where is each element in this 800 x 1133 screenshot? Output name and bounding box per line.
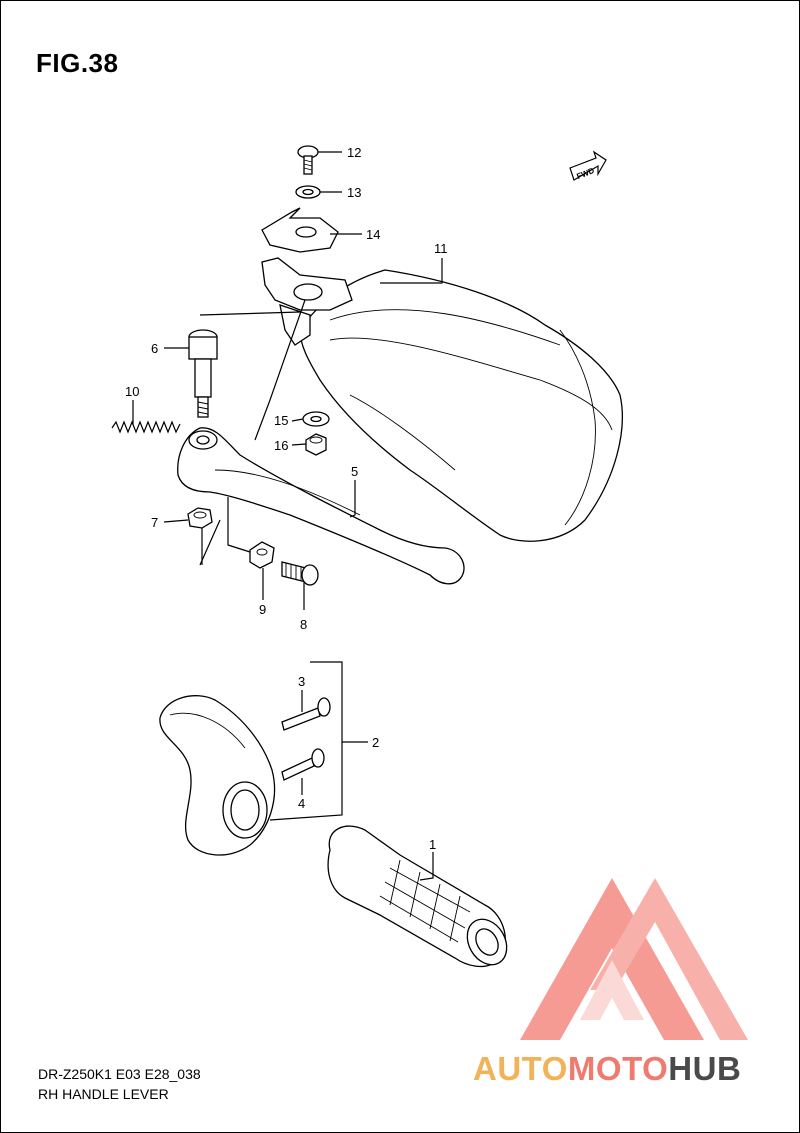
callout-6: 6 xyxy=(151,341,158,356)
callout-2: 2 xyxy=(372,735,379,750)
callout-5: 5 xyxy=(351,464,358,479)
callout-14: 14 xyxy=(366,227,380,242)
nut-part-7 xyxy=(187,507,213,529)
washer-part-13 xyxy=(295,185,321,199)
callout-15: 15 xyxy=(274,413,288,428)
hand-guard xyxy=(299,269,623,542)
watermark-logo xyxy=(520,878,748,1040)
collar-bolt-part-6 xyxy=(188,329,218,418)
brake-lever-part-5 xyxy=(177,427,465,585)
screw-part-4 xyxy=(281,748,325,781)
callout-9: 9 xyxy=(259,602,266,617)
callout-16: 16 xyxy=(274,438,288,453)
watermark-part-moto: MOTO xyxy=(567,1050,669,1087)
watermark-text: AUTOMOTOHUB xyxy=(473,1050,741,1088)
handle-grip-part-1 xyxy=(327,825,508,968)
fwd-arrow-icon: FWD xyxy=(569,150,607,181)
plate-part-14 xyxy=(261,207,339,253)
model-code: DR-Z250K1 E03 E28_038 xyxy=(38,1066,201,1082)
callout-13: 13 xyxy=(347,185,361,200)
spring-part-10 xyxy=(111,420,181,434)
section-name: RH HANDLE LEVER xyxy=(38,1086,169,1102)
callout-12: 12 xyxy=(347,145,361,160)
screw-part-3 xyxy=(281,697,331,731)
guard-clamp xyxy=(261,257,353,346)
bolt-part-8 xyxy=(281,561,319,586)
throttle-housing-part-2 xyxy=(159,695,276,856)
screw-part-12 xyxy=(297,145,319,175)
callout-10: 10 xyxy=(125,384,139,399)
callout-11: 11 xyxy=(434,241,448,256)
nut-part-9 xyxy=(249,541,275,569)
leader-lines xyxy=(132,151,443,881)
callout-7: 7 xyxy=(151,515,158,530)
callout-3: 3 xyxy=(298,674,305,689)
figure-title: FIG.38 xyxy=(36,48,119,78)
nut-part-16 xyxy=(305,433,327,456)
callout-labels: 12 13 14 11 6 10 15 16 5 7 9 8 3 2 4 1 xyxy=(125,145,448,852)
callout-1: 1 xyxy=(429,837,436,852)
watermark-part-hub: HUB xyxy=(668,1050,742,1087)
callout-8: 8 xyxy=(300,617,307,632)
washer-part-15 xyxy=(302,411,330,427)
callout-4: 4 xyxy=(298,796,305,811)
watermark-part-auto: AUTO xyxy=(473,1050,568,1087)
